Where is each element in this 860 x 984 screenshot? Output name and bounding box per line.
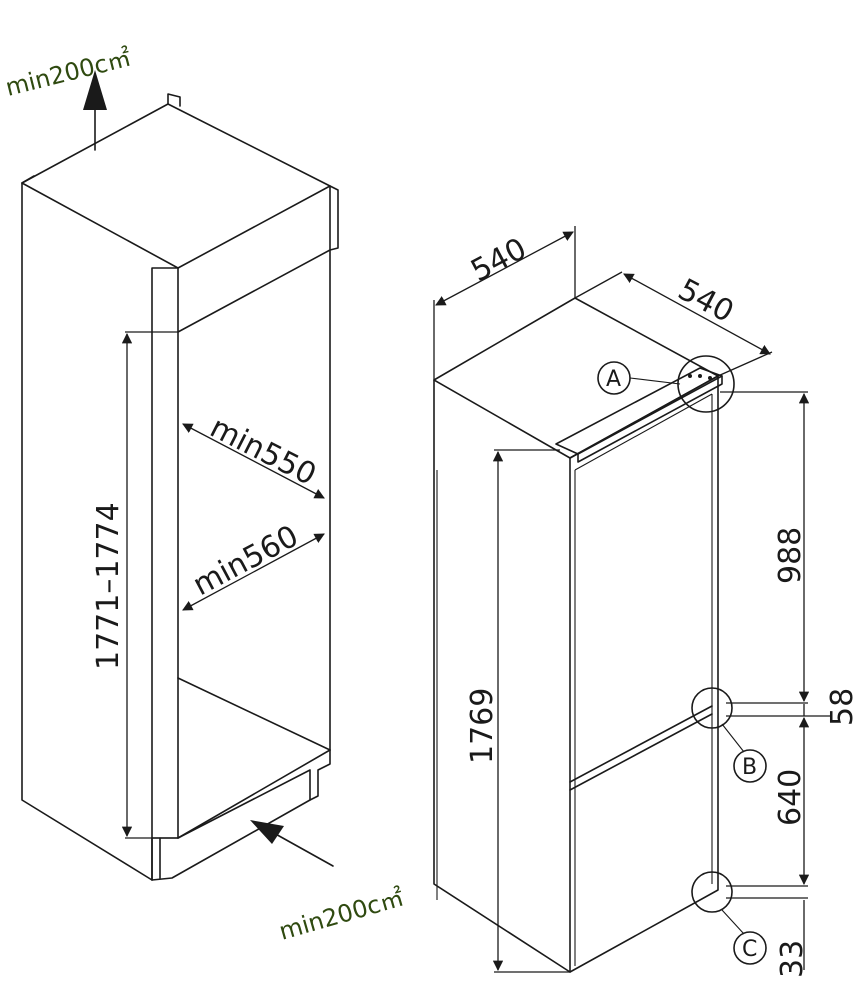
niche-depth-label: min550 (204, 410, 321, 493)
cabinet-niche: 1771–1774 min550 min560 min200c㎡ min200c… (3, 44, 407, 946)
upper-door-label: 988 (773, 527, 808, 584)
gap-label: 58 (825, 688, 860, 726)
inlet-arrow-icon (250, 820, 284, 844)
appliance-height-label: 1769 (465, 688, 500, 764)
lower-door-label: 640 (773, 769, 808, 826)
bottom-label: 33 (775, 940, 810, 978)
appliance-body: 540 540 1769 988 58 640 33 A (433, 226, 860, 978)
callout-c-circle-icon (691, 871, 733, 913)
callout-a-letter: A (606, 367, 621, 392)
top-vent-note: min200c㎡ (3, 44, 134, 102)
callout-b-letter: B (742, 755, 757, 780)
appliance-width-label: 540 (465, 231, 532, 289)
niche-width-label: min560 (187, 519, 304, 603)
niche-height-label: 1771–1774 (91, 502, 126, 670)
appliance-depth-label: 540 (672, 272, 739, 330)
callout-c-letter: C (742, 937, 757, 962)
bottom-vent-note: min200c㎡ (276, 883, 407, 945)
up-arrow-icon (83, 70, 107, 110)
callout-b-circle-icon (691, 687, 733, 729)
